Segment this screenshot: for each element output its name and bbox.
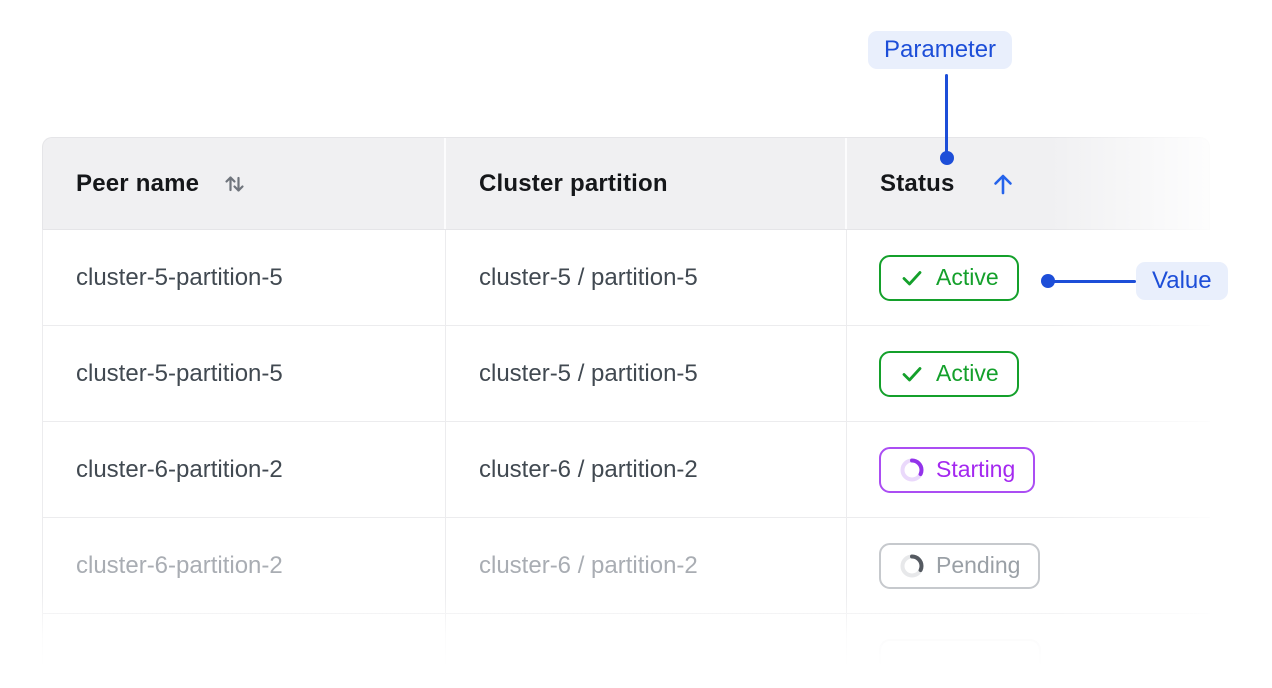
status-cell: Active (847, 326, 1210, 421)
peers-table: Peer name Cluster partition Status clust… (42, 137, 1210, 688)
spinner-icon (899, 457, 925, 483)
check-icon (899, 361, 925, 387)
table-body: cluster-5-partition-5 cluster-5 / partit… (42, 229, 1210, 688)
status-cell (847, 614, 1210, 688)
parameter-callout-chip: Parameter (868, 31, 1013, 69)
status-badge: Active (879, 350, 1019, 397)
parameter-connector-dot (940, 151, 954, 165)
column-header-label: Status (880, 169, 955, 197)
status-cell: Pending (847, 518, 1210, 613)
parameter-connector-line (945, 74, 948, 154)
column-header-label: Cluster partition (479, 169, 668, 197)
column-header-label: Peer name (76, 169, 200, 197)
column-header-peer-name[interactable]: Peer name (43, 138, 446, 229)
status-badge: Starting (879, 446, 1036, 493)
peer-name-cell: cluster-5-partition-5 (43, 326, 446, 421)
table-row: cluster-5-partition-5 cluster-5 / partit… (43, 326, 1210, 422)
peer-name-cell: cluster-5-partition-5 (43, 230, 446, 325)
peer-name-cell (43, 614, 446, 688)
cluster-partition-cell: cluster-6 / partition-2 (446, 422, 847, 517)
cluster-partition-cell: cluster-5 / partition-5 (446, 230, 847, 325)
spinner-icon (899, 553, 925, 579)
table-header-row: Peer name Cluster partition Status (42, 137, 1210, 229)
value-callout-chip: Value (1136, 262, 1228, 300)
cluster-partition-cell (446, 614, 847, 688)
table-row: cluster-6-partition-2 cluster-6 / partit… (43, 422, 1210, 518)
status-badge: Pending (879, 542, 1041, 589)
table-row: cluster-5-partition-5 cluster-5 / partit… (43, 230, 1210, 326)
table-row (43, 614, 1210, 688)
status-cell: Active (847, 230, 1210, 325)
status-cell: Starting (847, 422, 1210, 517)
cluster-partition-cell: cluster-5 / partition-5 (446, 326, 847, 421)
table-row: cluster-6-partition-2 cluster-6 / partit… (43, 518, 1210, 614)
column-header-status[interactable]: Status (847, 138, 1209, 229)
value-connector-dot (1041, 274, 1055, 288)
value-connector-line (1050, 280, 1136, 283)
column-header-cluster-partition[interactable]: Cluster partition (446, 138, 847, 229)
peer-name-cell: cluster-6-partition-2 (43, 518, 446, 613)
check-icon (899, 265, 925, 291)
sort-both-icon[interactable] (221, 170, 248, 197)
sort-ascending-icon[interactable] (988, 169, 1018, 199)
cluster-partition-cell: cluster-6 / partition-2 (446, 518, 847, 613)
peer-name-cell: cluster-6-partition-2 (43, 422, 446, 517)
status-badge: Active (879, 254, 1019, 301)
status-badge (879, 638, 1041, 685)
